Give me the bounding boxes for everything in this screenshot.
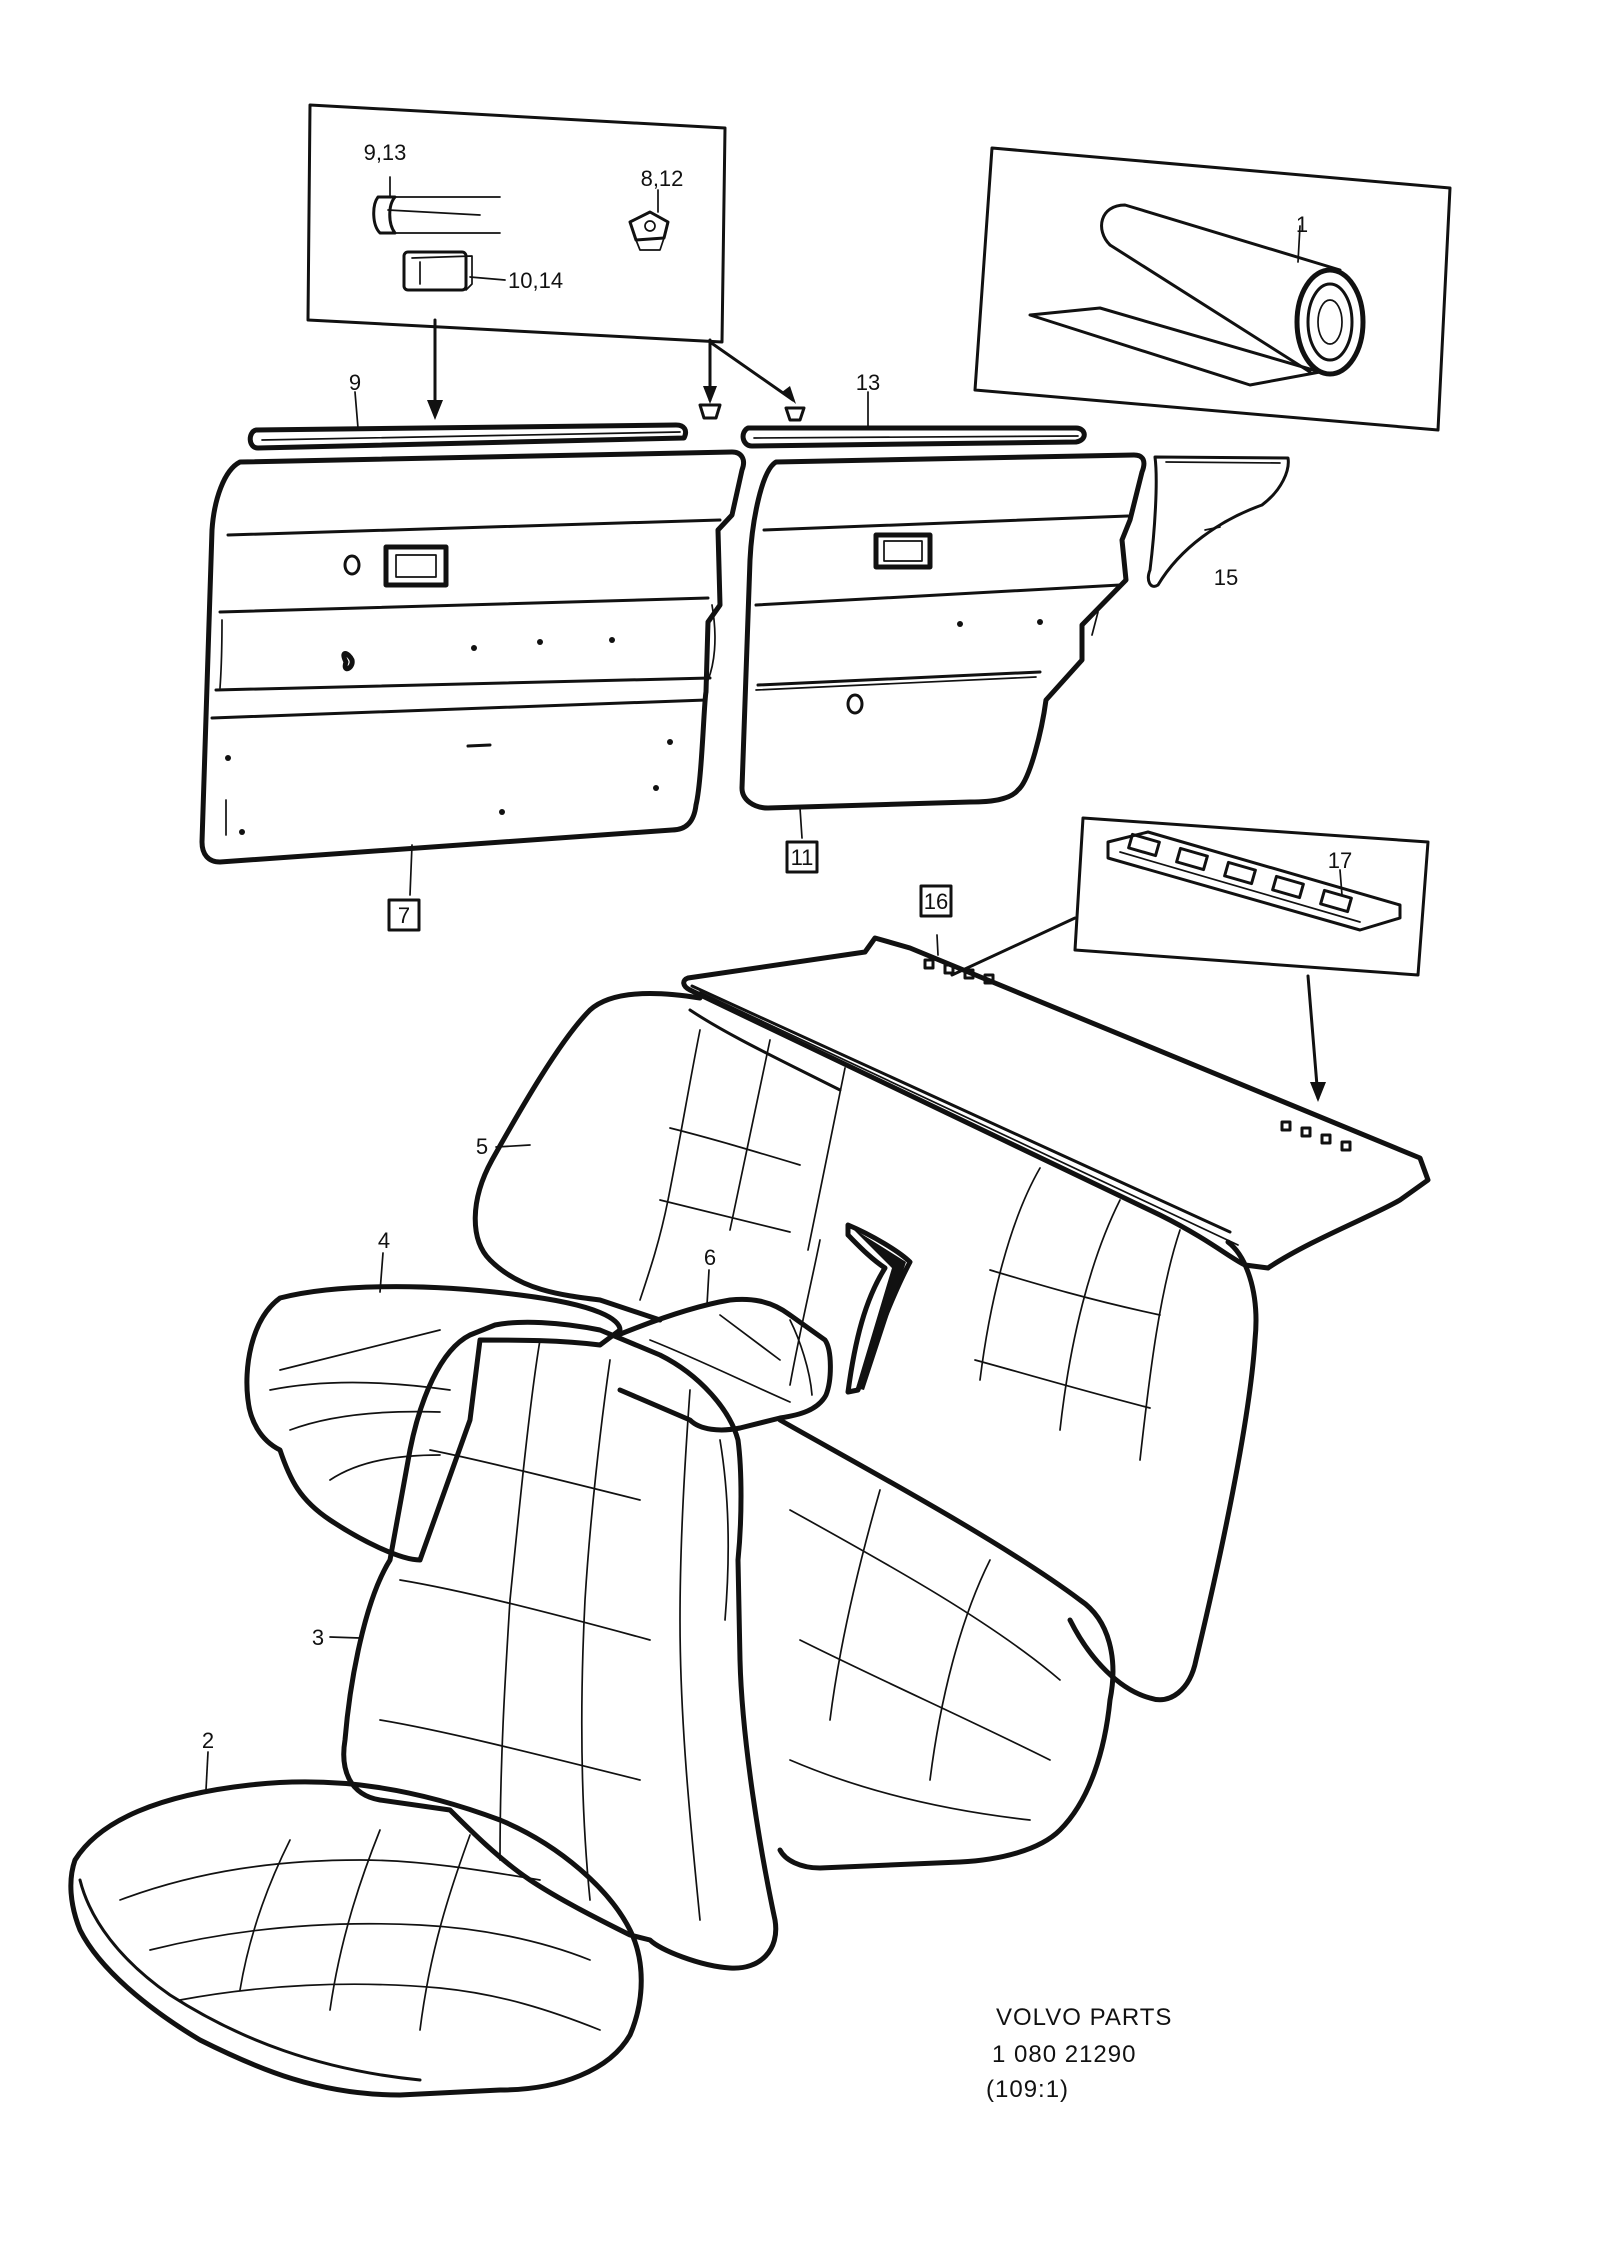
clip-drawing bbox=[628, 210, 670, 251]
insulation-roll-inset bbox=[973, 146, 1452, 432]
label-box-16 bbox=[919, 884, 953, 918]
clip-leaders bbox=[427, 318, 806, 422]
label-2: 2 bbox=[202, 1728, 214, 1753]
quarter-trim-panel bbox=[1146, 455, 1290, 588]
speaker-grille-inset bbox=[1073, 816, 1430, 977]
label-15: 15 bbox=[1214, 565, 1238, 590]
insulation-roll-drawing bbox=[1100, 203, 1366, 377]
retainer-drawing bbox=[402, 250, 473, 292]
label-10-14: 10,14 bbox=[508, 268, 563, 293]
caption-part-number: 1 080 21290 bbox=[992, 2041, 1136, 2068]
parcel-shelf-leaders bbox=[950, 916, 1326, 1102]
label-box-11 bbox=[785, 840, 819, 874]
label-13: 13 bbox=[856, 370, 880, 395]
caption-brand: VOLVO PARTS bbox=[996, 2004, 1172, 2031]
front-seat-cushion bbox=[68, 1779, 644, 2098]
rear-trim-strip bbox=[740, 425, 1087, 449]
label-box-7 bbox=[387, 898, 421, 932]
label-17: 17 bbox=[1328, 848, 1352, 873]
label-16: 16 bbox=[924, 889, 948, 914]
label-8-12: 8,12 bbox=[641, 166, 684, 191]
label-1: 1 bbox=[1296, 212, 1308, 237]
label-5: 5 bbox=[476, 1134, 488, 1159]
label-7: 7 bbox=[398, 903, 410, 928]
label-3: 3 bbox=[312, 1625, 324, 1650]
front-door-panel bbox=[199, 449, 747, 865]
front-seat-cushion-left bbox=[244, 1284, 623, 1563]
clip-detail-inset bbox=[306, 103, 727, 344]
caption-reference: (109:1) bbox=[986, 2076, 1069, 2103]
rear-door-panel bbox=[739, 452, 1147, 811]
parts-caption: VOLVO PARTS 1 080 21290 (109:1) bbox=[986, 2004, 1172, 2103]
vent-strip-drawing bbox=[1106, 830, 1402, 932]
label-11: 11 bbox=[791, 845, 814, 870]
trim-strip-end-drawing bbox=[372, 195, 501, 235]
front-seat-backrest bbox=[341, 1319, 779, 1971]
front-trim-strip bbox=[247, 422, 689, 451]
parcel-shelf bbox=[681, 935, 1431, 1271]
rear-seat-cushion bbox=[777, 1417, 1116, 1871]
label-6: 6 bbox=[704, 1245, 716, 1270]
label-9: 9 bbox=[349, 370, 361, 395]
label-9-13: 9,13 bbox=[364, 140, 407, 165]
label-leaders bbox=[205, 391, 1221, 1791]
rear-seat-backrest bbox=[472, 991, 1259, 1703]
label-4: 4 bbox=[378, 1228, 390, 1253]
